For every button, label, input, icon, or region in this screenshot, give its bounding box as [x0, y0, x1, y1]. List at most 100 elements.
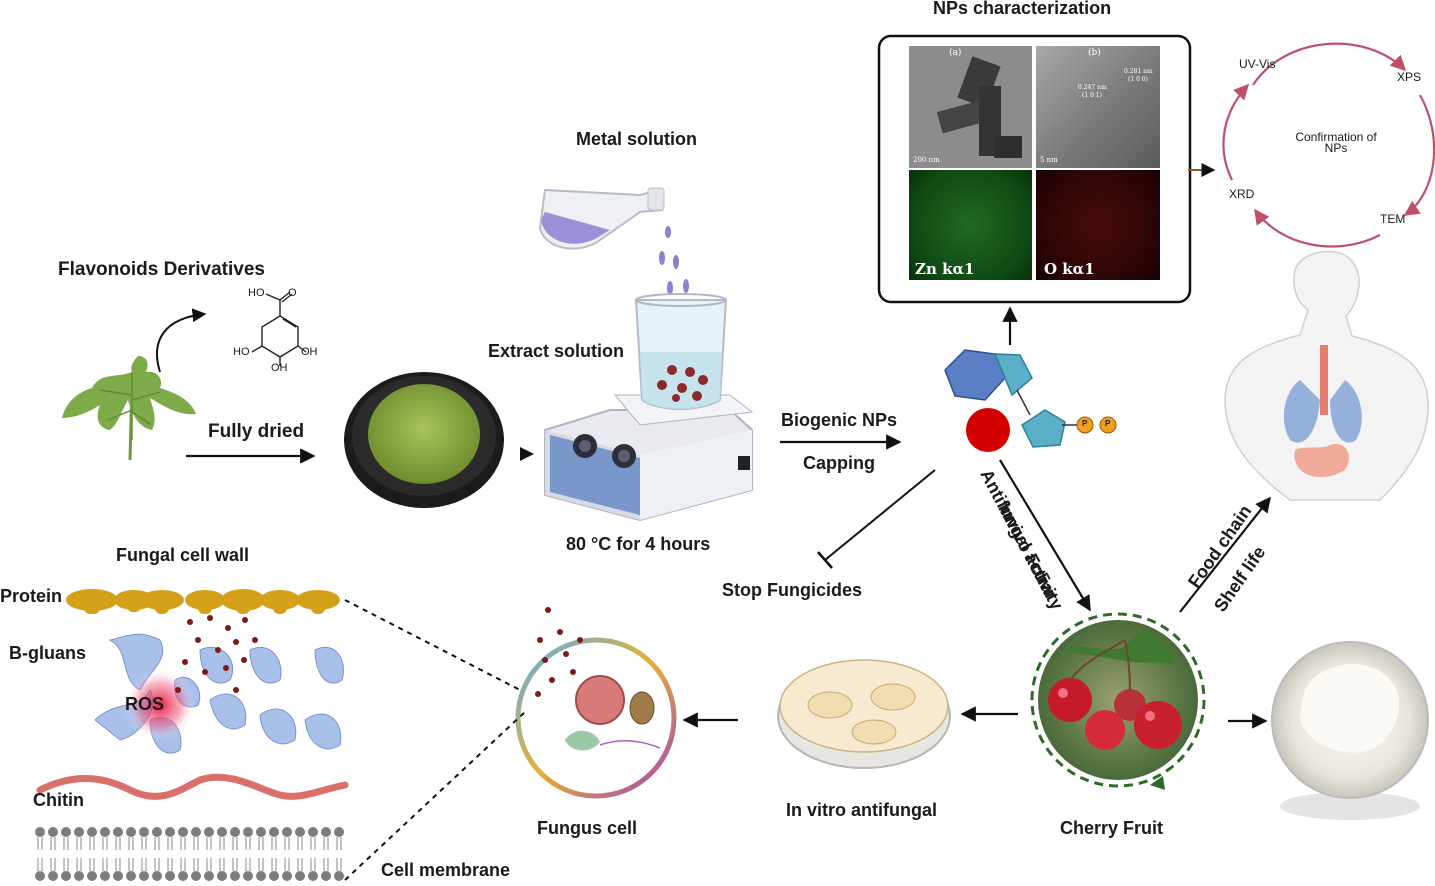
lipid-tail	[180, 837, 186, 850]
lipid-tail	[310, 837, 316, 850]
lipid-head	[243, 827, 253, 837]
fungus-cell-diagram	[515, 607, 677, 799]
lipid-tail	[180, 858, 186, 871]
stop-fungicides-label: Stop Fungicides	[722, 580, 863, 600]
cycle-xps: XPS	[1397, 70, 1422, 84]
leaf-icon	[62, 356, 196, 461]
phosphate-label-2: P	[1105, 419, 1111, 428]
lipid-head	[61, 871, 71, 881]
cherry-fruit-photo	[1030, 612, 1206, 790]
lattice-spacing-2: 0.281 nm	[1124, 68, 1153, 75]
lipid-head	[282, 871, 292, 881]
lipid-head	[61, 827, 71, 837]
lipid-tail	[323, 837, 329, 850]
lipid-head	[269, 827, 279, 837]
lipid-tail	[154, 858, 160, 871]
lipid-tail	[63, 858, 69, 871]
lipid-tail	[336, 837, 342, 850]
lipid-tail	[271, 837, 277, 850]
cell-membrane-label: Cell membrane	[381, 860, 511, 880]
lipid-head	[139, 827, 149, 837]
np-molecule-icon	[944, 349, 1117, 452]
lipid-head	[334, 871, 344, 881]
lattice-spacing-1: 0.247 nm	[1078, 84, 1107, 91]
glucan-layer	[94, 633, 344, 754]
lipid-head	[230, 871, 240, 881]
lipid-tail	[219, 858, 225, 871]
lipid-tail	[167, 837, 173, 850]
lipid-tail	[297, 858, 303, 871]
lipid-head	[256, 871, 266, 881]
lipid-tail	[141, 837, 147, 850]
lipid-tail	[50, 837, 56, 850]
lipid-head	[256, 827, 266, 837]
lipid-head	[113, 827, 123, 837]
lipid-tail	[219, 837, 225, 850]
molecule-oh-right: OH	[301, 346, 318, 358]
lipid-head	[152, 827, 162, 837]
lipid-head	[87, 827, 97, 837]
lipid-head	[334, 827, 344, 837]
phosphate-label-1: P	[1082, 419, 1088, 428]
lipid-tail	[128, 858, 134, 871]
molecule-oh-bottom: OH	[271, 362, 288, 374]
lipid-head	[204, 871, 214, 881]
molecule-o: O	[288, 287, 297, 299]
cycle-tem: TEM	[1380, 212, 1406, 226]
zoom-line-bottom	[344, 711, 526, 881]
lipid-tail	[245, 837, 251, 850]
lipid-head	[48, 827, 58, 837]
tem-scale-a: 200 nm	[913, 156, 940, 164]
lipid-tail	[323, 858, 329, 871]
cherry-fruit-label: Cherry Fruit	[1060, 818, 1164, 838]
lipid-tail	[193, 837, 199, 850]
flask-icon	[538, 187, 665, 250]
dried-powder-plate	[344, 372, 504, 508]
lipid-head	[217, 871, 227, 881]
capping-label: Capping	[803, 453, 875, 473]
metal-solution-label: Metal solution	[576, 129, 697, 149]
lipid-head	[35, 871, 45, 881]
lipid-head	[295, 871, 305, 881]
cell-membrane-bilayer	[35, 827, 344, 881]
lipid-tail	[297, 837, 303, 850]
lipid-head	[230, 827, 240, 837]
human-body-illustration	[1224, 250, 1429, 501]
lipid-tail	[63, 837, 69, 850]
plate-to-stirrer-arrow	[520, 447, 534, 461]
tem-image-b: (b) 0.247 nm (1 0 1) 0.281 nm (1 0 0) 5 …	[1036, 46, 1160, 168]
lattice-hkl-2: (1 0 0)	[1128, 76, 1148, 83]
hotplate-stirrer	[544, 394, 754, 522]
lipid-tail	[336, 858, 342, 871]
lattice-hkl-1: (1 0 1)	[1082, 92, 1102, 99]
tem-label-b: (b)	[1088, 48, 1101, 58]
lipid-tail	[232, 837, 238, 850]
ros-label: ROS	[125, 694, 165, 714]
lipid-head	[243, 871, 253, 881]
chitin-fibers	[36, 773, 349, 800]
fungal-cell-wall-title: Fungal cell wall	[116, 545, 250, 565]
zn-map-label: Zn kα1	[915, 260, 975, 278]
lipid-head	[191, 827, 201, 837]
molecule-ho-left: HO	[233, 346, 250, 358]
lipid-tail	[310, 858, 316, 871]
lipid-tail	[102, 837, 108, 850]
lipid-head	[308, 871, 318, 881]
biogenic-nps-label: Biogenic NPs	[781, 410, 898, 430]
lipid-head	[178, 827, 188, 837]
lipid-tail	[37, 837, 43, 850]
food-chain-arrow	[1179, 496, 1271, 613]
lipid-head	[152, 871, 162, 881]
lipid-head	[74, 871, 84, 881]
lipid-head	[48, 871, 58, 881]
nanoparticle-dots	[175, 615, 258, 693]
tem-label-a: (a)	[949, 48, 962, 58]
lipid-head	[126, 827, 136, 837]
nps-characterization-title: NPs characterization	[933, 0, 1112, 18]
stop-fungicides-line	[824, 469, 936, 561]
lipid-tail	[141, 858, 147, 871]
tem-scale-b: 5 nm	[1040, 156, 1058, 164]
petri-dish	[777, 659, 951, 769]
eds-map-o: O kα1	[1036, 170, 1160, 280]
lipid-tail	[206, 837, 212, 850]
